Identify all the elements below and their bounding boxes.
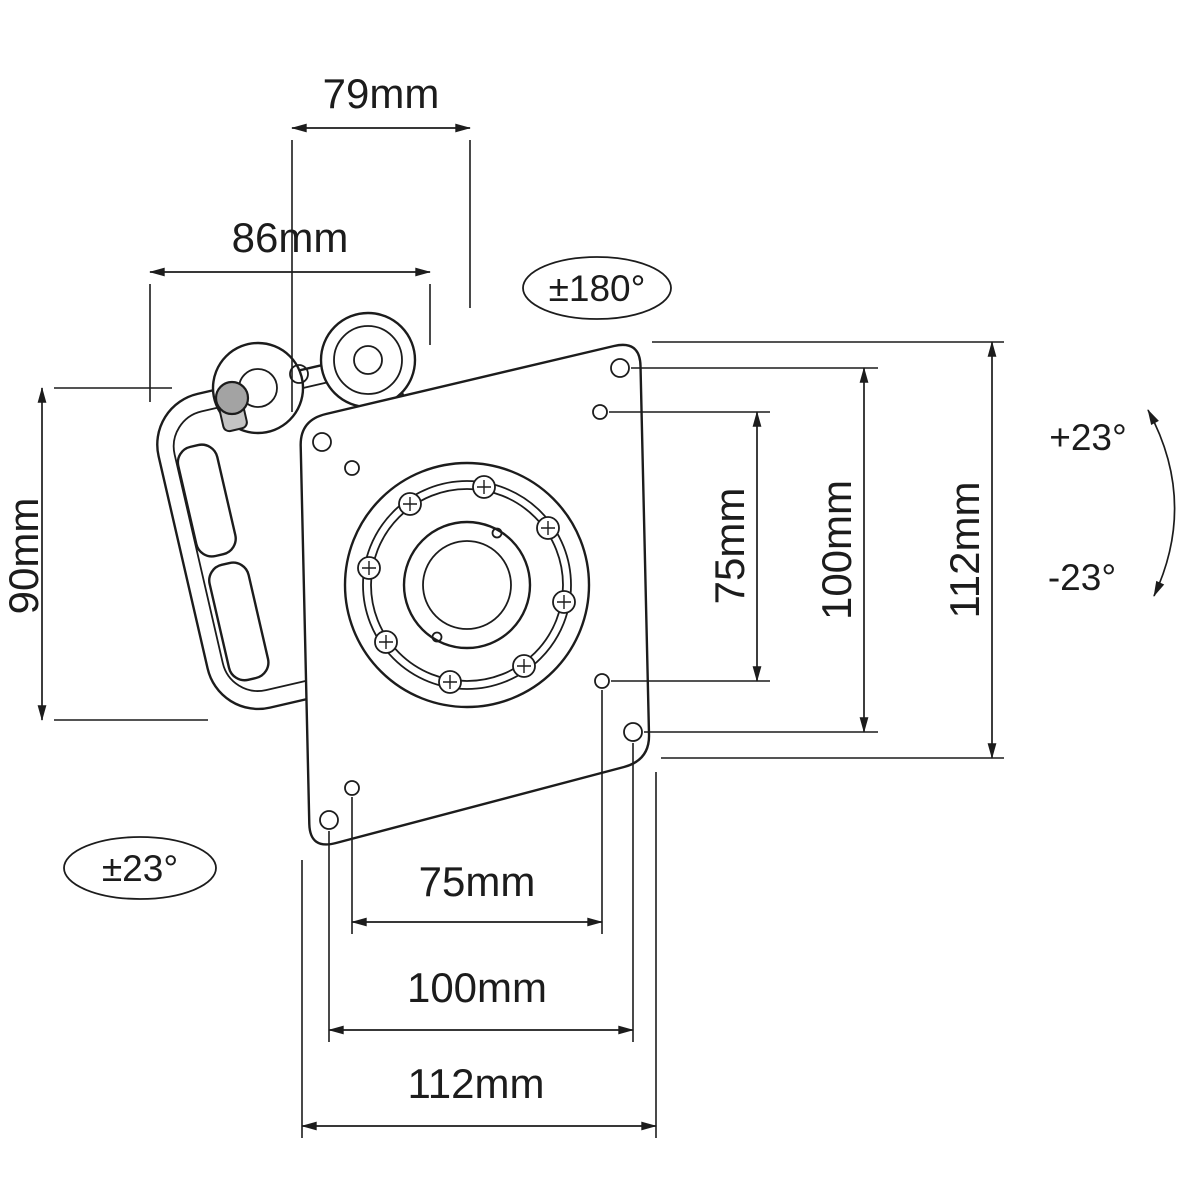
hub-screws [357, 475, 576, 694]
bracket-right-ring [319, 311, 417, 409]
hub-ring-inner [370, 488, 564, 682]
swivel-annotation: ±23° [63, 836, 217, 900]
tilt-down-label: -23° [1048, 557, 1116, 598]
dim-100mm-horizontal: 100mm [328, 743, 634, 1042]
bracket-clamp-upper [176, 443, 237, 558]
hub-center-hole [422, 540, 512, 630]
dim-100mm-horizontal-label: 100mm [407, 964, 547, 1011]
hub-pin-hole-1 [491, 527, 503, 539]
clamp-knob [214, 380, 250, 416]
vesa75-hole-bottom-right [594, 673, 610, 689]
dim-100mm-vertical: 100mm [631, 367, 878, 733]
hub-center-ring [402, 520, 532, 650]
bracket-clamp-lower [208, 561, 270, 682]
dim-112mm-vertical: 112mm [652, 341, 1004, 759]
vesa75-hole-bottom-left [344, 780, 360, 796]
tilt-up-label: +23° [1049, 417, 1127, 458]
rotation-label: ±180° [549, 268, 646, 309]
hub-outer-circle [343, 461, 591, 709]
dim-90mm: 90mm [0, 387, 208, 721]
dim-112mm-vertical-label: 112mm [941, 482, 988, 619]
rotation-ellipse [522, 256, 672, 320]
tilt-annotation: +23° -23° [1048, 409, 1176, 598]
plate-outline [299, 343, 651, 846]
dim-79mm-label: 79mm [323, 70, 440, 117]
bracket-right-ring-mid [333, 325, 403, 395]
vesa75-hole-top-right [592, 404, 608, 420]
dim-75mm-vertical-label: 75mm [706, 488, 753, 605]
swivel-ellipse [63, 836, 217, 900]
rotation-annotation: ±180° [522, 256, 672, 320]
dim-112mm-horizontal: 112mm [301, 772, 657, 1138]
swivel-label: ±23° [102, 848, 178, 889]
dim-75mm-vertical: 75mm [609, 411, 770, 682]
bracket-right-ring-inner [353, 345, 383, 375]
hub-pin-hole-2 [431, 631, 443, 643]
dim-86mm: 86mm [149, 214, 431, 402]
bracket-small-hole [289, 364, 309, 384]
vesa100-hole-top-right [610, 358, 630, 378]
dim-100mm-vertical-label: 100mm [813, 480, 860, 620]
dim-75mm-horizontal: 75mm [351, 690, 603, 934]
vesa100-hole-bottom-right [623, 722, 643, 742]
rotation-hub [343, 461, 591, 709]
vesa75-hole-top-left [344, 460, 360, 476]
vesa100-hole-bottom-left [319, 810, 339, 830]
vesa-plate [299, 343, 651, 846]
dim-112mm-horizontal-label: 112mm [408, 1060, 545, 1107]
tilt-arc [1147, 409, 1176, 597]
dim-79mm: 79mm [291, 70, 471, 412]
dim-90mm-label: 90mm [0, 498, 47, 615]
dim-86mm-label: 86mm [232, 214, 349, 261]
vesa100-hole-top-left [312, 432, 332, 452]
dim-75mm-horizontal-label: 75mm [419, 858, 536, 905]
hub-ring-outer [362, 480, 572, 690]
